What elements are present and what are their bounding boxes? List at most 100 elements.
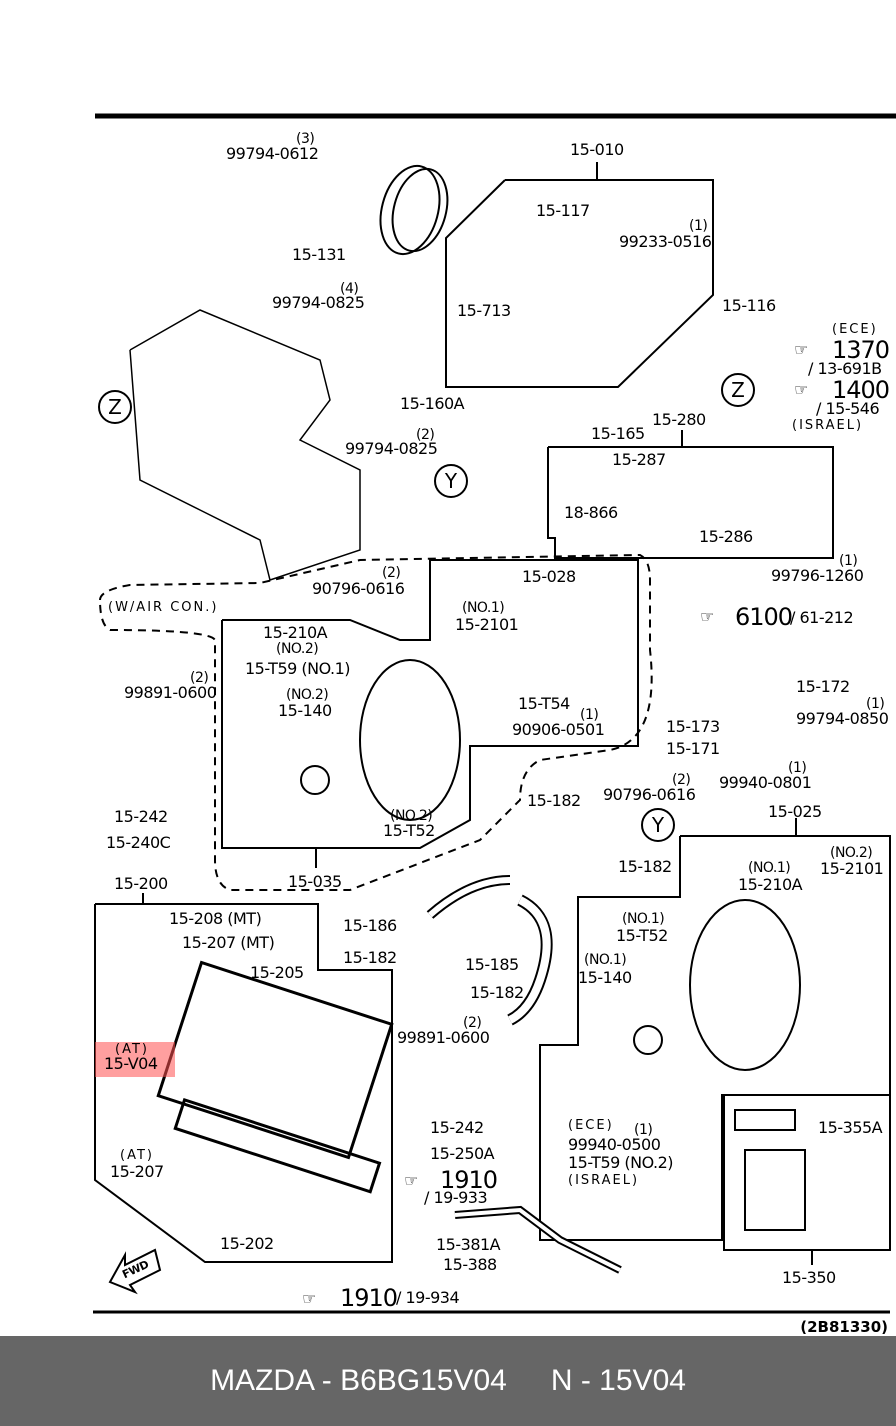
part-label[interactable]: 15-381A: [436, 1235, 501, 1254]
qty-note: (NO.2): [286, 687, 329, 703]
part-label[interactable]: 15-355A: [818, 1118, 883, 1137]
part-label[interactable]: 15-250A: [430, 1144, 495, 1163]
ref-link[interactable]: 1910: [440, 1166, 498, 1194]
part-label[interactable]: 15-182: [470, 983, 524, 1002]
part-label[interactable]: 15-140: [578, 968, 632, 987]
part-label[interactable]: 99794-0825: [345, 439, 438, 458]
part-label[interactable]: 15-207: [110, 1162, 164, 1181]
marker-z-right: Z: [721, 373, 755, 407]
part-label[interactable]: 15-140: [278, 701, 332, 720]
part-label[interactable]: 99233-0516: [619, 232, 712, 251]
part-label[interactable]: 90906-0501: [512, 720, 605, 739]
ref-note: (ECE): [832, 322, 878, 337]
qty: (1): [788, 760, 807, 776]
part-label[interactable]: 99794-0825: [272, 293, 365, 312]
callout-number: N - 15V04: [550, 1364, 686, 1397]
part-label[interactable]: 15-165: [591, 424, 645, 443]
part-label[interactable]: 15-028: [522, 567, 576, 586]
ref-link[interactable]: 1910: [340, 1284, 398, 1312]
qty-note: (AT): [120, 1148, 154, 1163]
part-label[interactable]: 99940-0801: [719, 773, 812, 792]
part-label[interactable]: 15-286: [699, 527, 753, 546]
part-label[interactable]: 15-186: [343, 916, 397, 935]
ref-link[interactable]: 1400: [832, 376, 890, 404]
part-label[interactable]: 15-242: [430, 1118, 484, 1137]
part-label[interactable]: 18-866: [564, 503, 618, 522]
part-label[interactable]: 90796-0616: [312, 579, 405, 598]
ref-sub: / 19-934: [396, 1288, 460, 1307]
ref-note: (ISRAEL): [792, 418, 864, 433]
part-label[interactable]: 15-182: [343, 948, 397, 967]
qty: (2): [382, 565, 401, 581]
part-label[interactable]: 15-287: [612, 450, 666, 469]
qty: (1): [634, 1122, 653, 1138]
option-note: (W/AIR CON.): [108, 600, 219, 615]
qty-note: (NO.1): [622, 911, 665, 927]
part-label[interactable]: 15-208 (MT): [169, 909, 262, 928]
part-label[interactable]: 15-182: [618, 857, 672, 876]
part-label[interactable]: 15-T52: [616, 926, 668, 945]
qty-note: (NO.1): [462, 600, 505, 616]
ref-sub: / 61-212: [790, 608, 854, 627]
ref-link[interactable]: 6100: [735, 603, 793, 631]
part-label[interactable]: 15-010: [570, 140, 624, 159]
part-label[interactable]: 99891-0600: [397, 1028, 490, 1047]
part-label[interactable]: 15-350: [782, 1268, 836, 1287]
part-label[interactable]: 15-172: [796, 677, 850, 696]
part-label[interactable]: 15-713: [457, 301, 511, 320]
qty: (1): [866, 696, 885, 712]
part-number: MAZDA - B6BG15V04: [210, 1364, 507, 1397]
hand-icon: ☞: [404, 1171, 418, 1190]
part-label[interactable]: 15-173: [666, 717, 720, 736]
qty-note: (ECE): [568, 1118, 614, 1133]
part-label[interactable]: 15-210A: [738, 875, 803, 894]
group-box-water-pump: [445, 179, 714, 388]
qty: (2): [672, 772, 691, 788]
part-label[interactable]: 99796-1260: [771, 566, 864, 585]
part-label[interactable]: 15-242: [114, 807, 168, 826]
part-label[interactable]: 15-160A: [400, 394, 465, 413]
part-label[interactable]: 15-T59 (NO.1): [245, 659, 351, 678]
part-label[interactable]: 99794-0850: [796, 709, 889, 728]
part-label[interactable]: 90796-0616: [603, 785, 696, 804]
part-label[interactable]: 15-T54: [518, 694, 570, 713]
part-label[interactable]: 15-200: [114, 874, 168, 893]
part-label[interactable]: 15-117: [536, 201, 590, 220]
ref-sub: / 15-546: [816, 399, 880, 418]
part-label[interactable]: 15-240C: [106, 833, 171, 852]
part-label[interactable]: 15-202: [220, 1234, 274, 1253]
qty-note: (NO.1): [748, 860, 791, 876]
part-label[interactable]: 15-207 (MT): [182, 933, 275, 952]
part-label[interactable]: 15-131: [292, 245, 346, 264]
marker-y-right: Y: [641, 808, 675, 842]
highlight-part-label[interactable]: 15-V04: [104, 1054, 158, 1073]
part-label[interactable]: 99891-0600: [124, 683, 217, 702]
part-label[interactable]: 15-116: [722, 296, 776, 315]
highlight-note: (AT): [115, 1042, 149, 1057]
part-label[interactable]: 15-182: [527, 791, 581, 810]
part-label[interactable]: 15-T59 (NO.2): [568, 1153, 674, 1172]
qty: (2): [416, 427, 435, 443]
footer-bar: MAZDA - B6BG15V04 N - 15V04: [0, 1336, 896, 1426]
marker-y-left: Y: [434, 464, 468, 498]
part-label[interactable]: 15-035: [288, 872, 342, 891]
qty: (1): [580, 707, 599, 723]
part-label[interactable]: 99794-0612: [226, 144, 319, 163]
part-label[interactable]: 15-210A: [263, 623, 328, 642]
part-label[interactable]: 15-280: [652, 410, 706, 429]
qty-note: (NO.2): [830, 845, 873, 861]
part-label[interactable]: 15-388: [443, 1255, 497, 1274]
ref-link[interactable]: 1370: [832, 336, 890, 364]
qty-note: (NO.1): [584, 952, 627, 968]
part-label[interactable]: 15-2101: [820, 859, 884, 878]
part-label[interactable]: 15-185: [465, 955, 519, 974]
part-label[interactable]: 99940-0500: [568, 1135, 661, 1154]
part-label[interactable]: 15-171: [666, 739, 720, 758]
part-label[interactable]: 15-2101: [455, 615, 519, 634]
part-label[interactable]: 15-025: [768, 802, 822, 821]
qty: (4): [340, 281, 359, 297]
part-label[interactable]: 15-205: [250, 963, 304, 982]
part-label[interactable]: 15-T52: [383, 821, 435, 840]
ref-sub: / 19-933: [424, 1188, 488, 1207]
region-note: (ISRAEL): [568, 1173, 640, 1188]
